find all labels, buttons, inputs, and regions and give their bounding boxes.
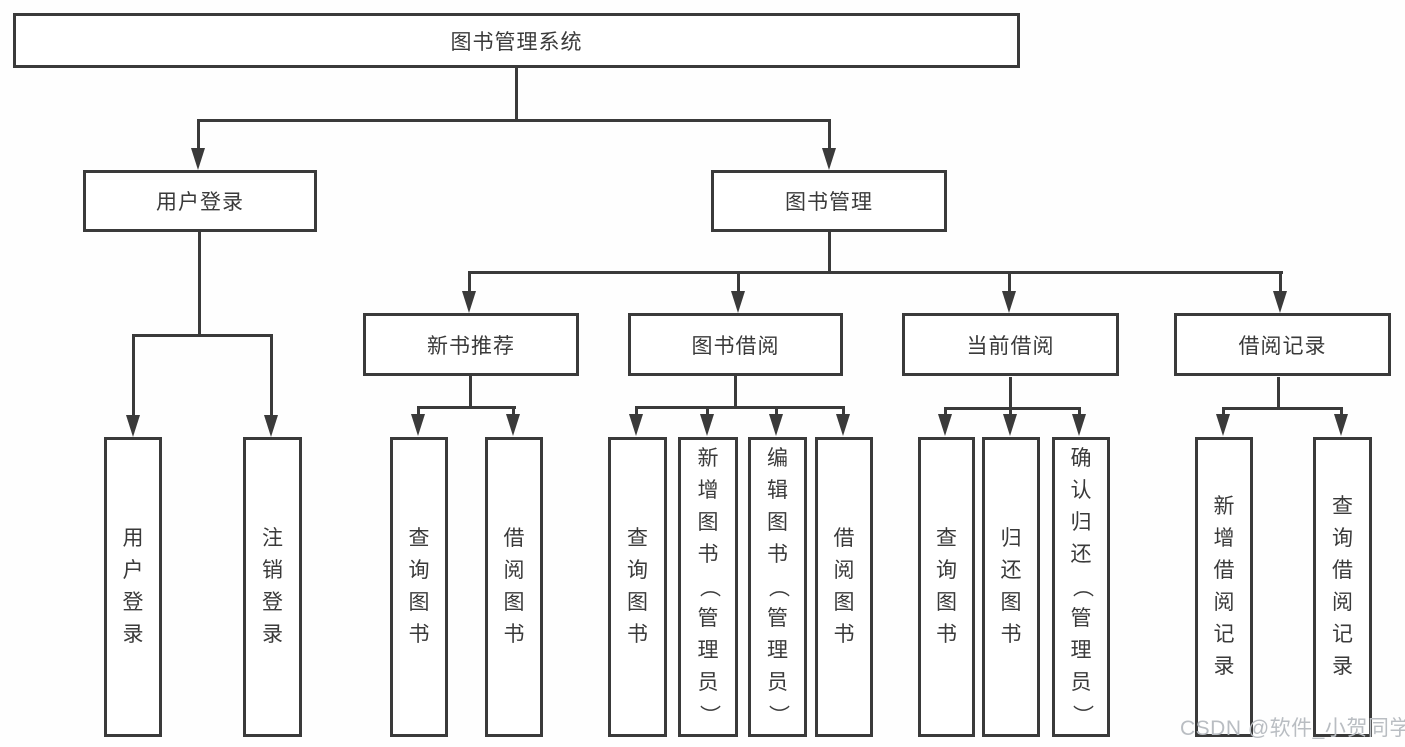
leaf-borrow-books-1: 借阅图书 [485, 437, 543, 737]
connector-line [270, 334, 273, 417]
leaf-add-book-admin: 新增图书（管理员） [678, 437, 738, 737]
connector-line [469, 376, 472, 409]
connector-line [197, 119, 200, 150]
connector-line [132, 334, 135, 417]
arrow-down-icon [822, 148, 836, 170]
connector-line [1078, 407, 1081, 416]
watermark-text: CSDN @软件_小贺同学 [1180, 717, 1405, 740]
connector-line [944, 407, 947, 416]
connector-line [198, 232, 201, 336]
connector-line [1008, 271, 1011, 293]
connector-line [468, 271, 471, 293]
leaf-query-books-2: 查询图书 [608, 437, 667, 737]
node-borrowing-records: 借阅记录 [1174, 313, 1391, 376]
connector-line [197, 119, 831, 122]
connector-line [842, 406, 845, 416]
leaf-user-login: 用户登录 [104, 437, 162, 737]
arrow-down-icon [629, 414, 643, 436]
arrow-down-icon [1072, 414, 1086, 436]
leaf-borrow-books-2: 借阅图书 [815, 437, 873, 737]
arrow-down-icon [1003, 414, 1017, 436]
node-new-book-recommend: 新书推荐 [363, 313, 579, 376]
connector-line [417, 406, 420, 416]
node-book-management: 图书管理 [711, 170, 947, 232]
arrow-down-icon [1273, 291, 1287, 313]
arrow-down-icon [731, 291, 745, 313]
node-current-borrowing: 当前借阅 [902, 313, 1119, 376]
connector-line [418, 406, 516, 409]
arrow-down-icon [700, 414, 714, 436]
leaf-edit-book-admin: 编辑图书（管理员） [748, 437, 807, 737]
leaf-query-books-1: 查询图书 [390, 437, 448, 737]
leaf-return-books: 归还图书 [982, 437, 1040, 737]
connector-line [1222, 407, 1225, 416]
arrow-down-icon [769, 414, 783, 436]
connector-line [1223, 407, 1343, 410]
connector-line [945, 407, 1081, 410]
arrow-down-icon [836, 414, 850, 436]
connector-line [1009, 407, 1012, 416]
connector-line [828, 232, 831, 274]
arrow-down-icon [1002, 291, 1016, 313]
connector-line [1009, 377, 1012, 410]
arrow-down-icon [264, 415, 278, 437]
connector-line [706, 406, 709, 416]
arrow-down-icon [411, 414, 425, 436]
arrow-down-icon [938, 414, 952, 436]
connector-line [734, 376, 737, 409]
connector-line [636, 406, 845, 409]
node-book-management-system: 图书管理系统 [13, 13, 1020, 68]
connector-line [469, 271, 1283, 274]
leaf-logout: 注销登录 [243, 437, 302, 737]
arrow-down-icon [1216, 414, 1230, 436]
arrow-down-icon [506, 414, 520, 436]
connector-line [515, 68, 518, 120]
connector-line [1277, 377, 1280, 410]
connector-line [1340, 407, 1343, 416]
arrow-down-icon [462, 291, 476, 313]
node-user-login: 用户登录 [83, 170, 317, 232]
leaf-add-borrow-record: 新增借阅记录 [1195, 437, 1253, 737]
connector-line [132, 334, 273, 337]
arrow-down-icon [126, 415, 140, 437]
node-book-borrowing: 图书借阅 [628, 313, 843, 376]
arrow-down-icon [191, 148, 205, 170]
leaf-query-borrow-record: 查询借阅记录 [1313, 437, 1372, 737]
leaf-query-books-3: 查询图书 [918, 437, 975, 737]
connector-line [635, 406, 638, 416]
leaf-confirm-return-admin: 确认归还（管理员） [1052, 437, 1110, 737]
connector-line [512, 406, 515, 416]
connector-line [775, 406, 778, 416]
connector-line [828, 119, 831, 150]
connector-line [737, 271, 740, 293]
arrow-down-icon [1334, 414, 1348, 436]
connector-line [1279, 271, 1282, 293]
